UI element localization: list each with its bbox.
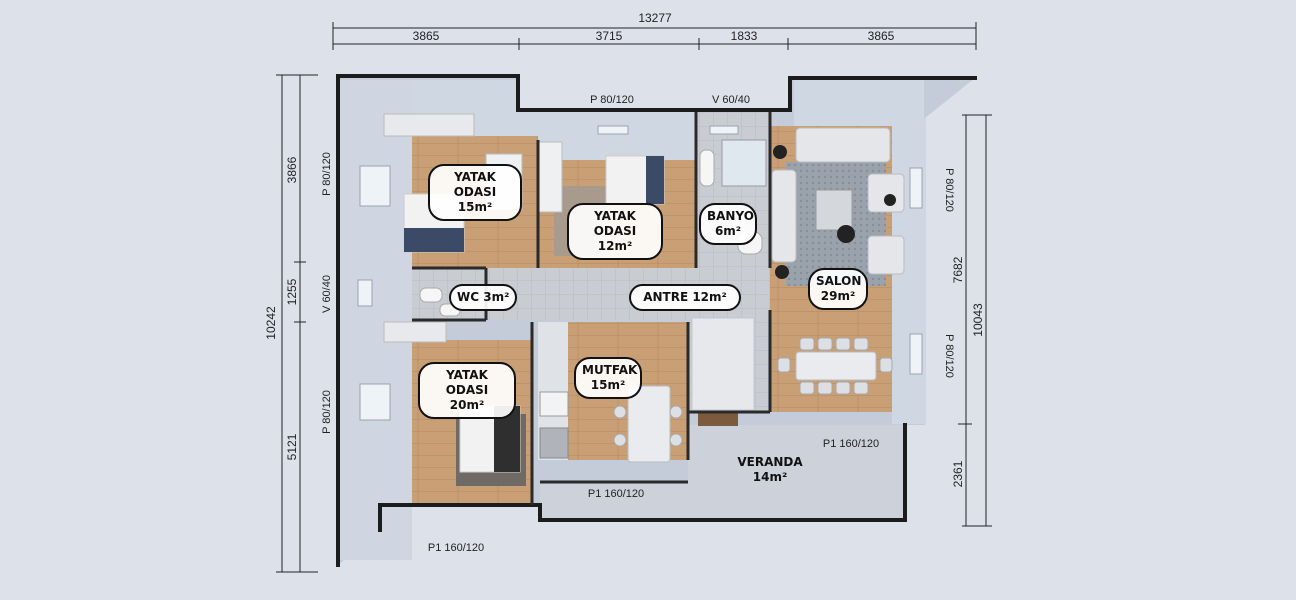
dim-left-total: 10242 xyxy=(264,306,278,340)
room-area: 12m² xyxy=(597,239,633,253)
dim-top-total: 13277 xyxy=(638,11,672,25)
room-name: ANTRE 12m² xyxy=(643,290,727,304)
bathroom-toilet xyxy=(699,149,715,187)
window-label-top-1: P 80/120 xyxy=(590,94,634,106)
left-dimensions xyxy=(276,74,318,573)
salon-armchair-2 xyxy=(867,235,905,275)
door-label-veranda: P1 160/120 xyxy=(823,438,879,450)
bedroom3-wardrobe xyxy=(383,321,447,343)
wc-sink xyxy=(419,287,443,303)
room-name: YATAK ODASI xyxy=(593,209,637,238)
window-label-left-3: P 80/120 xyxy=(321,390,333,434)
window-label-right-2: P 80/120 xyxy=(943,334,955,378)
room-area: 6m² xyxy=(714,224,742,238)
dim-right-seg-2: 2361 xyxy=(951,460,965,487)
room-name: SALON xyxy=(816,274,862,288)
dim-left-seg-3: 5121 xyxy=(285,433,299,460)
salon-sofa-left xyxy=(771,169,797,263)
room-area: 29m² xyxy=(820,289,856,303)
room-name: MUTFAK xyxy=(582,363,638,377)
dim-top-seg-1: 3865 xyxy=(413,29,440,43)
room-name: BANYO xyxy=(707,209,754,223)
dining-table xyxy=(795,351,877,381)
bedroom2-wardrobe xyxy=(537,141,563,213)
windows xyxy=(357,125,923,421)
room-label-bedroom1: YATAK ODASI 15m² xyxy=(428,164,522,221)
right-dimensions xyxy=(958,114,992,527)
room-name: YATAK ODASI xyxy=(445,368,489,397)
walls xyxy=(336,74,977,567)
room-label-bedroom3: YATAK ODASI 20m² xyxy=(418,362,516,419)
window-label-left-1: P 80/120 xyxy=(321,152,333,196)
room-label-entrance: ANTRE 12m² xyxy=(629,284,741,311)
dim-right-total: 10043 xyxy=(971,303,985,337)
room-label-veranda: VERANDA 14m² xyxy=(730,451,810,489)
dim-top-seg-3: 1833 xyxy=(731,29,758,43)
kitchen-table xyxy=(627,385,671,463)
room-label-salon: SALON 29m² xyxy=(808,268,868,310)
room-name: VERANDA xyxy=(737,455,803,469)
shower xyxy=(721,139,767,187)
salon-armchair-1 xyxy=(867,173,905,213)
coffee-table xyxy=(815,189,853,231)
room-label-bathroom: BANYO 6m² xyxy=(699,203,757,245)
interior-walls xyxy=(412,112,772,505)
room-area: 15m² xyxy=(590,378,626,392)
furniture xyxy=(383,113,905,473)
room-name: WC 3m² xyxy=(457,290,510,304)
top-dimensions xyxy=(332,22,977,50)
room-name: YATAK ODASI xyxy=(453,170,497,199)
door-label-bottom-1: P1 160/120 xyxy=(428,542,484,554)
dim-top-seg-4: 3865 xyxy=(868,29,895,43)
dim-right-seg-1: 7682 xyxy=(951,256,965,283)
window-label-top-2: V 60/40 xyxy=(712,94,750,106)
bedroom1-wardrobe xyxy=(383,113,475,137)
dim-left-seg-1: 3866 xyxy=(285,156,299,183)
window-label-left-2: V 60/40 xyxy=(321,275,333,313)
room-label-wc: WC 3m² xyxy=(449,284,517,311)
dim-top-seg-2: 3715 xyxy=(596,29,623,43)
room-label-kitchen: MUTFAK 15m² xyxy=(574,357,642,399)
window-label-right-1: P 80/120 xyxy=(943,168,955,212)
door-label-bottom-2: P1 160/120 xyxy=(588,488,644,500)
salon-sofa-top xyxy=(795,127,891,163)
room-area: 20m² xyxy=(449,398,485,412)
room-area: 15m² xyxy=(457,200,493,214)
room-label-bedroom2: YATAK ODASI 12m² xyxy=(567,203,663,260)
entrance-rug xyxy=(691,317,755,411)
dim-left-seg-2: 1255 xyxy=(285,278,299,305)
room-area: 14m² xyxy=(752,470,788,484)
veranda-floor xyxy=(540,425,905,520)
